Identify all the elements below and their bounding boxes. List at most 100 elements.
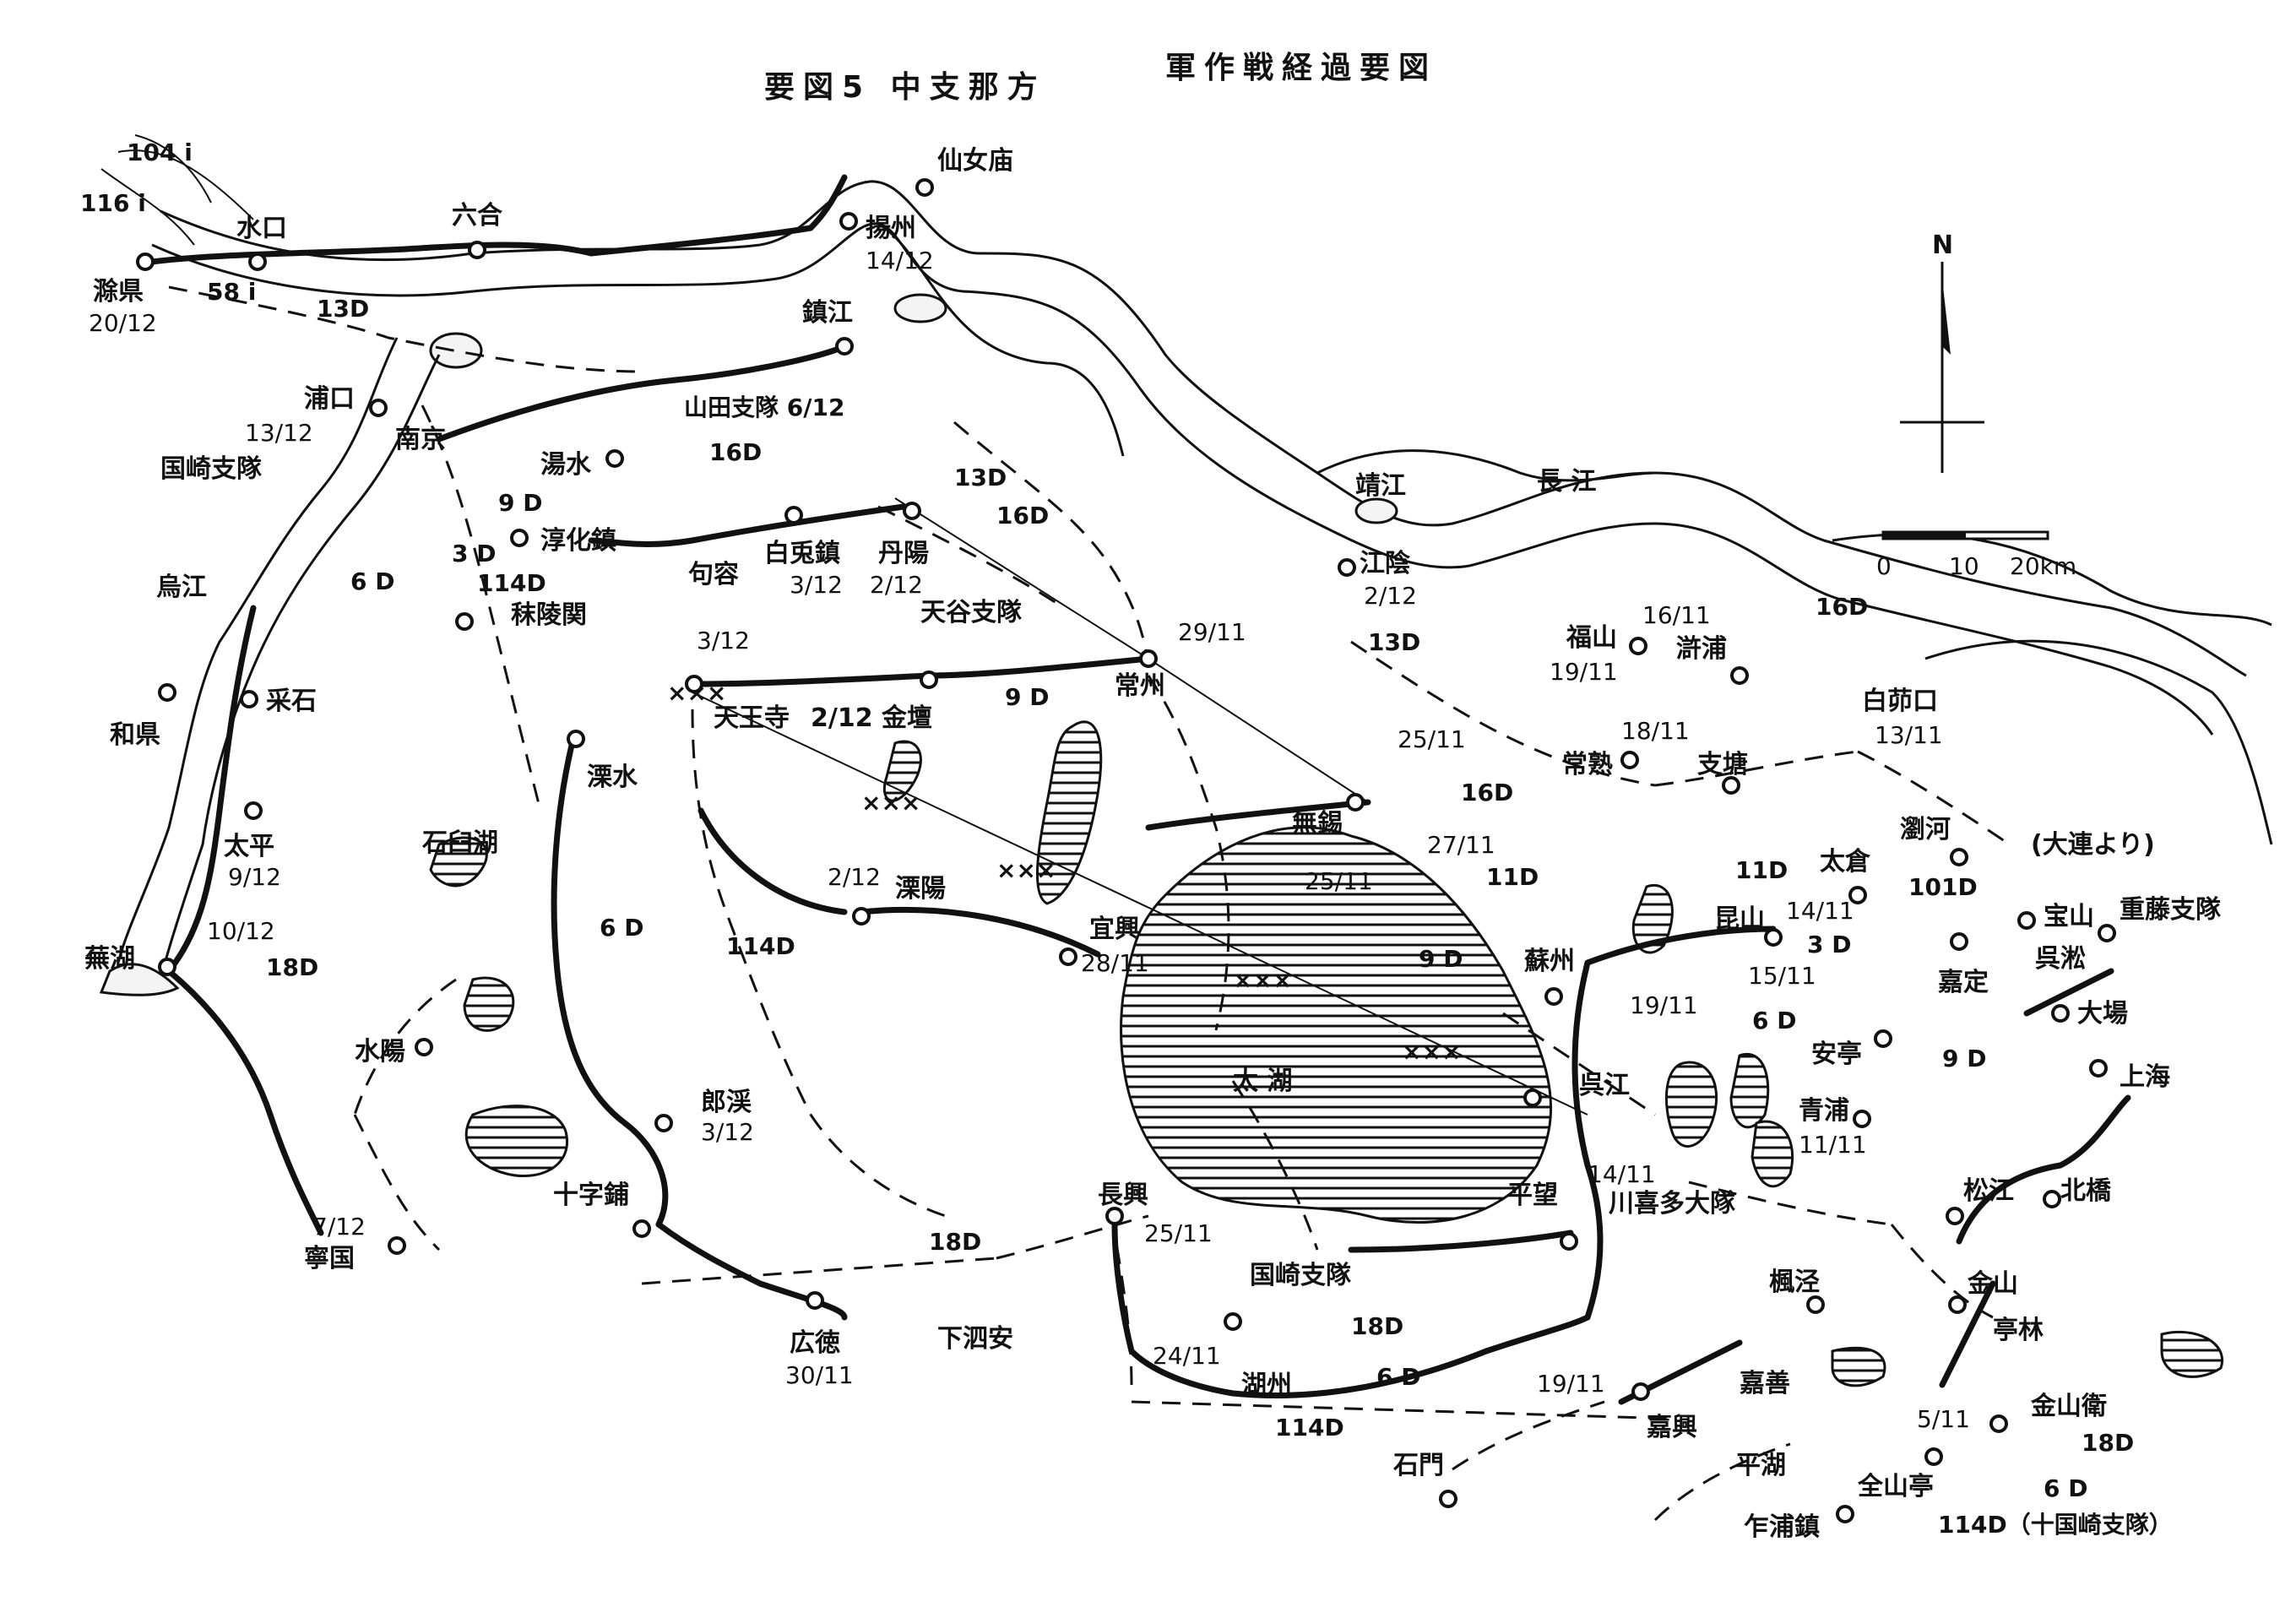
- label-10-12: 10/12: [207, 917, 275, 945]
- lake-tai: [1120, 826, 1553, 1224]
- label-6d-e: 6 D: [2044, 1474, 2087, 1502]
- label-fukusan-date: 19/11: [1550, 658, 1618, 686]
- lake-changdang: [882, 740, 922, 802]
- label-9d-b: 9 D: [1005, 683, 1049, 711]
- town-markers: [136, 178, 2116, 1523]
- label-101d: 101D: [1908, 873, 1978, 901]
- label-9d-c: 9 D: [1419, 945, 1463, 973]
- label-kazen: 嘉善: [1740, 1369, 1790, 1398]
- lake-east4: [1831, 1346, 1886, 1387]
- label-kinzantei: 全山亭: [1857, 1472, 1934, 1501]
- label-taiso: 太倉: [1820, 847, 1871, 877]
- label-19-11: 19/11: [1630, 991, 1698, 1019]
- label-kintan: 2/12 金壇: [811, 703, 932, 733]
- label-kotoku-date: 30/11: [785, 1361, 854, 1389]
- label-13d-c: 13D: [1368, 628, 1420, 656]
- label-musha-date: 25/11: [1305, 867, 1373, 895]
- label-junka: 淳化鎮: [540, 526, 616, 556]
- label-11d-a: 11D: [1486, 863, 1539, 891]
- label-7-12: 7/12: [312, 1213, 366, 1241]
- label-13d-b: 13D: [954, 464, 1007, 491]
- label-kinzanei: 金山衛: [2030, 1392, 2107, 1421]
- label-konzan: 昆山: [1714, 904, 1765, 934]
- label-uko: 烏江: [156, 573, 207, 602]
- label-koin: 江陰: [1360, 549, 1411, 578]
- label-nankin: 南京: [395, 425, 446, 454]
- label-6d-a: 6 D: [350, 567, 394, 595]
- label-6d-b: 6 D: [600, 914, 643, 942]
- label-yamada: 山田支隊 6/12: [684, 394, 844, 421]
- label-kunisaki2: 国崎支隊: [1250, 1261, 1351, 1290]
- label-18d-d: 18D: [2082, 1429, 2134, 1457]
- river-island: [429, 332, 483, 369]
- label-18d-b: 18D: [929, 1228, 981, 1256]
- label-chinko: 鎮江: [802, 298, 853, 328]
- label-tanyo-date: 2/12: [870, 571, 923, 599]
- label-114d-b: 114D: [726, 932, 795, 960]
- label-shanghai: 上海: [2120, 1062, 2170, 1092]
- label-5-11: 5/11: [1917, 1405, 1970, 1433]
- label-giko: 宜興: [1089, 915, 1140, 944]
- place-labels: 104 i 116 i 水口 58 i 滁県 20/12 13D 六合 揚州 1…: [80, 138, 2221, 1542]
- label-goko: 呉江: [1579, 1071, 1630, 1100]
- label-koshu: 湖州: [1241, 1371, 1292, 1400]
- scale-tick-20: 20km: [2010, 552, 2076, 580]
- scale-tick-0: 0: [1876, 552, 1892, 580]
- label-14-11-b: 14/11: [1588, 1160, 1656, 1188]
- rivers-north: [100, 134, 254, 246]
- label-joshu: 常州: [1115, 671, 1165, 701]
- compass-north-label: N: [1932, 231, 1953, 260]
- label-ryuka: 瀏河: [1900, 815, 1951, 844]
- lake-gucheng: [463, 976, 515, 1032]
- label-kunisaki: 国崎支隊: [160, 454, 262, 484]
- label-giko-date: 28/11: [1081, 949, 1149, 977]
- label-waken: 和県: [110, 720, 160, 750]
- label-hoko: 浦口: [304, 384, 355, 414]
- lake-ge: [1035, 720, 1103, 905]
- label-taihei-date: 9/12: [228, 863, 281, 891]
- advance-routes: [149, 174, 2131, 1405]
- label-joken-date: 20/12: [89, 309, 157, 337]
- label-choko: 長 江: [1537, 467, 1596, 497]
- label-kashian: 下泗安: [937, 1324, 1013, 1354]
- label-104i: 104 i: [127, 138, 193, 166]
- label-tairen: (大連より): [2031, 830, 2155, 860]
- label-114d-a: 114D: [477, 569, 546, 597]
- label-18-11: 18/11: [1621, 717, 1690, 745]
- label-hakuto-date: 3/12: [790, 571, 843, 599]
- label-114d-c: 114D: [1275, 1414, 1344, 1441]
- label-25-11-a: 25/11: [1144, 1219, 1213, 1247]
- yangtze-west: [99, 337, 441, 996]
- label-kotoku: 広徳: [790, 1328, 840, 1358]
- label-suiyo: 水陽: [355, 1037, 405, 1067]
- label-neikoku: 寧国: [304, 1244, 355, 1273]
- map-title-line2: 要図5 中支那方: [764, 70, 1046, 105]
- label-ritsuyo: 溧陽: [895, 874, 946, 904]
- map-title-line1: 軍作戦経過要図: [1165, 51, 1437, 85]
- label-seiho: 青浦: [1799, 1096, 1849, 1126]
- label-16d-b: 16D: [996, 502, 1049, 529]
- scale-tick-10: 10: [1949, 552, 1979, 580]
- label-joju: 常熟: [1562, 750, 1613, 779]
- label-hoko-date: 13/12: [245, 419, 313, 447]
- label-hakuto: 白兎鎮: [764, 539, 840, 568]
- label-ritsusui: 溧水: [587, 763, 638, 792]
- label-tenya: 天谷支隊: [920, 598, 1022, 627]
- label-16d-a: 16D: [709, 438, 762, 466]
- scale-bar: 0 10 20km: [1876, 530, 2076, 580]
- label-16d-d: 16D: [1816, 593, 1868, 621]
- label-choko2: 長興: [1098, 1181, 1148, 1210]
- label-hakumo-date: 13/11: [1875, 721, 1943, 749]
- label-kawakita: 川喜多大隊: [1609, 1189, 1735, 1219]
- label-15-11: 15/11: [1748, 962, 1816, 990]
- label-katei: 嘉定: [1938, 968, 1989, 997]
- label-kako: 嘉興: [1647, 1413, 1697, 1442]
- label-fukei: 楓泾: [1769, 1268, 1820, 1297]
- label-soshu: 蘇州: [1524, 947, 1575, 976]
- label-yoshu: 揚州: [866, 214, 916, 243]
- lake-east3: [2160, 1330, 2224, 1378]
- lake-dianshan: [1664, 1061, 1718, 1148]
- lake-yangcheng: [1631, 883, 1674, 954]
- label-18d-a: 18D: [266, 953, 318, 981]
